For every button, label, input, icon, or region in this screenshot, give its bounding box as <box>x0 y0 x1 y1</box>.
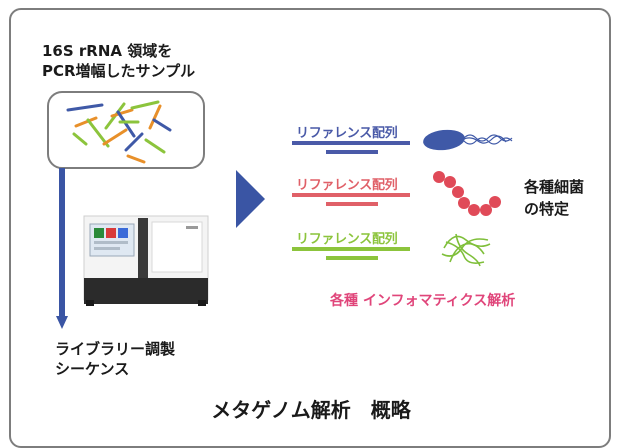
footer-title: メタゲノム解析 概略 <box>211 398 411 422</box>
sequencing-label-line2: シーケンス <box>55 360 130 378</box>
coccus-chain-icon <box>433 171 501 216</box>
reference-label-3: リファレンス配列 <box>296 232 398 247</box>
workflow-down-arrow <box>56 168 68 329</box>
read-bar-2 <box>326 202 378 206</box>
spirochete-cluster-icon <box>441 233 491 267</box>
process-arrow-right <box>236 170 265 228</box>
reference-bar-2 <box>292 193 410 197</box>
rod-bacterium-icon <box>423 129 513 151</box>
diagram-canvas: 16S rRNA 領域を PCR増幅したサンプル <box>9 8 611 448</box>
sequencing-label-line1: ライブラリー調製 <box>55 340 176 358</box>
identification-line1: 各種細菌 <box>524 178 585 196</box>
bioinformatics-label: 各種 インフォマティクス解析 <box>330 293 516 309</box>
reference-bar-3 <box>292 247 410 251</box>
sample-label-line1: 16S rRNA 領域を <box>42 42 173 60</box>
read-bar-1 <box>326 150 378 154</box>
sequencer-icon <box>83 215 209 306</box>
reference-bar-1 <box>292 141 410 145</box>
identification-line2: の特定 <box>524 200 570 218</box>
dna-fragments-icon <box>66 100 172 164</box>
reference-label-1: リファレンス配列 <box>296 126 398 141</box>
read-bar-3 <box>326 256 378 260</box>
sample-label-line2: PCR増幅したサンプル <box>42 62 196 80</box>
pcr-sample-box <box>47 91 205 169</box>
reference-label-2: リファレンス配列 <box>296 178 398 193</box>
